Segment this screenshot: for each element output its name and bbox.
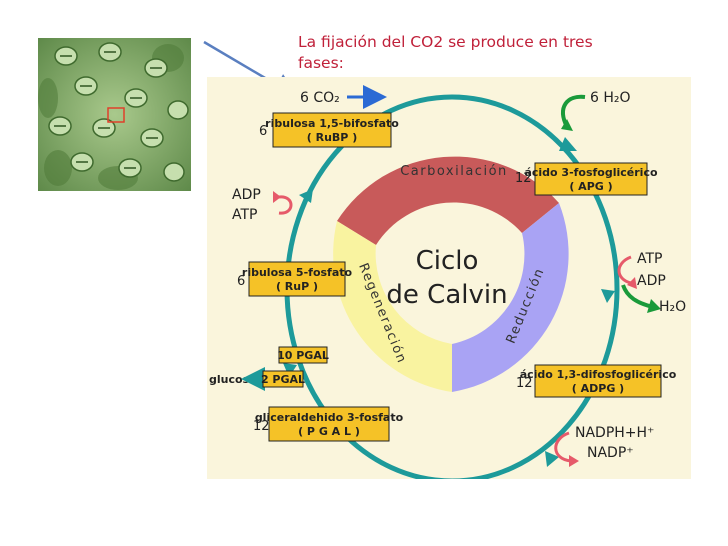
co2-label: 6 CO₂ — [300, 90, 340, 106]
rubp-box-line-1: ribulosa 1,5-bifosfato — [265, 117, 399, 130]
adpg-box-line-1: ácido 1,3-difosfoglicérico — [520, 368, 677, 381]
apg-box-line-1: ácido 3-fosfoglicérico — [524, 166, 658, 179]
caption-line-2: fases: — [298, 54, 344, 72]
h2o-top-label: 6 H₂O — [590, 90, 631, 106]
rup-box: ribulosa 5-fosfato ( RuP ) — [242, 261, 353, 297]
h2o-right-label: H₂O — [659, 299, 686, 315]
atp-adp-right-arrow — [617, 255, 632, 285]
apg-box-line-2: ( APG ) — [569, 180, 612, 193]
pgal-box: gliceraldehido 3-fosfato ( P G A L ) — [255, 406, 404, 442]
highlight-square — [107, 107, 125, 123]
h2o-top-arrowhead — [561, 119, 573, 131]
leaf-stomata-micrograph-icon — [38, 38, 191, 191]
adp-right-label: ADP — [637, 273, 666, 289]
calvin-cycle-diagram: Carboxilación Reducción Regeneración Cic… — [207, 77, 691, 479]
apg-box: ácido 3-fosfoglicérico ( APG ) — [524, 162, 658, 196]
adpg-count: 12 — [516, 376, 533, 391]
nadph-label: NADPH+H⁺ — [575, 425, 654, 441]
center-title-line-1: Ciclo — [416, 246, 479, 276]
pgal2-box: 2 PGAL — [261, 370, 305, 388]
carboxylation-sector — [337, 156, 559, 245]
adpg-box-line-2: ( ADPG ) — [572, 382, 624, 395]
leaf-stomata-micrograph — [38, 38, 191, 191]
pgal-box-line-2: ( P G A L ) — [298, 425, 360, 438]
rup-box-line-2: ( RuP ) — [276, 280, 318, 293]
caption: La fijación del CO2 se produce en tres f… — [298, 32, 678, 74]
apg-count: 12 — [515, 171, 532, 186]
adpg-box: ácido 1,3-difosfoglicérico ( ADPG ) — [520, 364, 677, 398]
rup-box-line-1: ribulosa 5-fosfato — [242, 266, 353, 279]
reduction-sector — [452, 203, 569, 392]
nadp-label: NADP⁺ — [587, 445, 634, 461]
rubp-box: ribulosa 1,5-bifosfato ( RuBP ) — [265, 112, 399, 148]
adp-atp-left-arrowhead — [273, 191, 281, 203]
center-title-line-2: de Calvin — [386, 280, 507, 310]
atp-right-label: ATP — [637, 251, 662, 267]
atp-adp-right-arrowhead — [627, 277, 637, 289]
rubp-count: 6 — [259, 124, 267, 139]
h2o-right-arrowhead — [647, 299, 661, 313]
caption-line-1: La fijación del CO2 se produce en tres — [298, 33, 593, 51]
phase-label-carboxylation: Carboxilación — [400, 164, 508, 179]
adp-left-label: ADP — [232, 187, 261, 203]
atp-left-label: ATP — [232, 207, 257, 223]
adp-atp-left-arrow — [278, 195, 293, 215]
nadph-arrow — [554, 431, 572, 463]
rup-count: 6 — [237, 274, 245, 289]
pgal-count: 12 — [253, 419, 270, 434]
rubp-box-line-2: ( RuBP ) — [307, 131, 357, 144]
pgal10-box: 10 PGAL — [277, 346, 329, 364]
regeneration-sector — [333, 221, 452, 392]
cycle-arrowheads — [283, 137, 615, 467]
pgal2-box-label: 2 PGAL — [261, 373, 305, 386]
pgal10-box-label: 10 PGAL — [277, 349, 329, 362]
nadph-arrowhead — [569, 455, 579, 467]
pgal-box-line-1: gliceraldehido 3-fosfato — [255, 411, 404, 424]
